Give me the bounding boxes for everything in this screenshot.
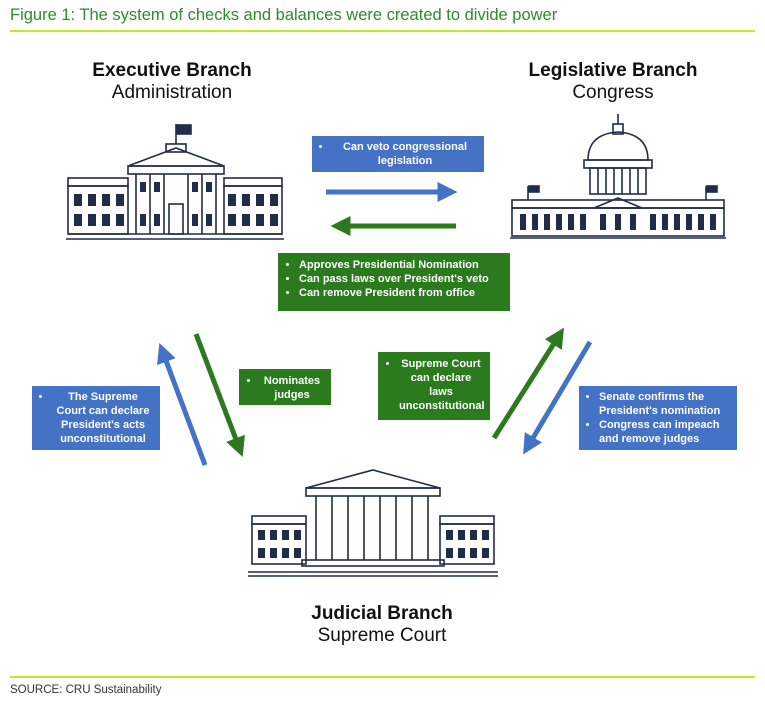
judicial-branch-name: Judicial Branch <box>311 603 453 624</box>
approves-item: Approves Presidential Nomination <box>299 258 503 272</box>
source-note: SOURCE: CRU Sustainability <box>10 684 162 696</box>
legislative-branch-sub: Congress <box>572 82 654 103</box>
senate-box: Senate confirms the President's nominati… <box>579 386 737 450</box>
legislative-branch-name: Legislative Branch <box>528 60 698 81</box>
judicial-branch-sub: Supreme Court <box>317 625 447 646</box>
top-rule <box>10 30 755 32</box>
executive-branch-name: Executive Branch <box>92 60 252 81</box>
veto-box: Can veto congressional legislation <box>312 136 484 172</box>
white-house-icon <box>66 124 284 240</box>
remove-item: Can remove President from office <box>299 286 503 300</box>
arrow-jud-to-leg <box>491 327 565 440</box>
arrow-jud-to-exec <box>157 342 208 466</box>
executive-heading: Executive Branch Administration <box>52 60 292 104</box>
arrow-leg-to-jud <box>523 340 593 455</box>
nominates-item: Nominates judges <box>260 374 324 402</box>
supreme-court-icon <box>248 469 498 577</box>
sc-acts-item: The Supreme Court can declare President'… <box>52 390 154 446</box>
legislative-heading: Legislative Branch Congress <box>493 60 733 104</box>
nominates-box: Nominates judges <box>239 369 331 405</box>
override-item: Can pass laws over President's veto <box>299 272 503 286</box>
sc-laws-box: Supreme Court can declare laws unconstit… <box>378 352 490 420</box>
impeach-item: Congress can impeach and remove judges <box>599 418 731 446</box>
judicial-heading: Judicial Branch Supreme Court <box>262 603 502 647</box>
sc-laws-item: Supreme Court can declare laws unconstit… <box>399 357 485 413</box>
executive-branch-sub: Administration <box>111 82 233 103</box>
arrow-exec-to-jud <box>193 333 245 458</box>
legislative-checks-box: Approves Presidential Nomination Can pas… <box>278 253 510 311</box>
bottom-rule <box>10 676 755 678</box>
sc-acts-box: The Supreme Court can declare President'… <box>32 386 160 450</box>
veto-item: Can veto congressional legislation <box>332 140 478 168</box>
capitol-icon <box>510 114 726 239</box>
senate-confirms-item: Senate confirms the President's nominati… <box>599 390 731 418</box>
figure-title: Figure 1: The system of checks and balan… <box>10 6 558 24</box>
